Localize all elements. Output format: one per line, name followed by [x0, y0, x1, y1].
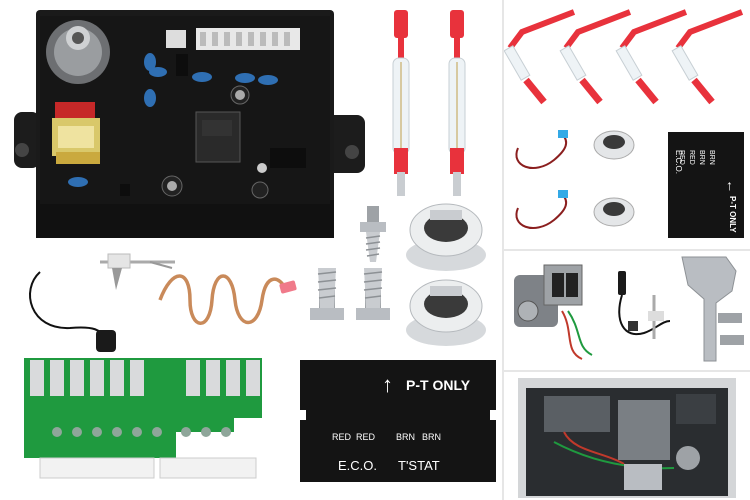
plate-label-4: BRN [422, 432, 441, 442]
thermostat-disc-icon [406, 279, 486, 346]
main-product-panel: ↑ P-T ONLY RED RED BRN BRN E.C.O. T'STAT [14, 10, 496, 482]
panel-divider [504, 370, 750, 372]
plate-arrow: ↑ [382, 372, 393, 397]
terminal-board-icon [24, 358, 262, 479]
screw-icon [310, 268, 344, 320]
pt-plate-small: RED RED BRN BRN E.C.O. ↑ P-T ONLY [668, 132, 744, 238]
installed-view-panel [504, 372, 750, 500]
plate-title: P-T ONLY [406, 377, 471, 393]
fuse-icon [559, 9, 632, 105]
plate-small-title: P-T ONLY [728, 196, 737, 233]
parts-detail-panel [504, 251, 750, 370]
pt-plate-large: ↑ P-T ONLY RED RED BRN BRN E.C.O. T'STAT [300, 360, 496, 482]
fuse-icon [392, 10, 410, 196]
fuse-icon [448, 10, 466, 196]
kit-overview-panel: RED RED BRN BRN E.C.O. ↑ P-T ONLY [504, 0, 750, 249]
control-board-icon [14, 10, 365, 238]
fuse-icon [671, 9, 744, 105]
mounting-bracket-icon [681, 256, 744, 362]
plate-label-2: RED [356, 432, 376, 442]
thermostat-disc-icon [593, 130, 635, 227]
wire-lead-icon [515, 130, 568, 229]
panel-divider [504, 249, 750, 251]
panel-divider [502, 0, 504, 500]
plate-small-label-2: RED [688, 150, 695, 165]
solenoid-valve-icon [514, 264, 593, 360]
water-heater-icon [518, 378, 736, 498]
electrode-icon [29, 253, 175, 352]
plate-label-3: BRN [396, 432, 415, 442]
plate-tstat: T'STAT [398, 458, 440, 473]
plate-small-eco: E.C.O. [674, 150, 683, 174]
electrode-icon [618, 271, 671, 339]
thermostat-disc-icon [406, 203, 486, 271]
copper-wire-icon [158, 274, 297, 325]
fuse-icon [615, 9, 688, 105]
plate-small-label-4: BRN [708, 150, 715, 165]
plate-small-arrow: ↑ [726, 177, 733, 193]
plate-eco: E.C.O. [338, 458, 377, 473]
screw-icon [360, 206, 386, 262]
screw-icon [356, 268, 390, 320]
fuse-icon [504, 9, 576, 105]
plate-small-label-1: RED [678, 150, 685, 165]
plate-label-1: RED [332, 432, 352, 442]
plate-small-label-3: BRN [698, 150, 705, 165]
